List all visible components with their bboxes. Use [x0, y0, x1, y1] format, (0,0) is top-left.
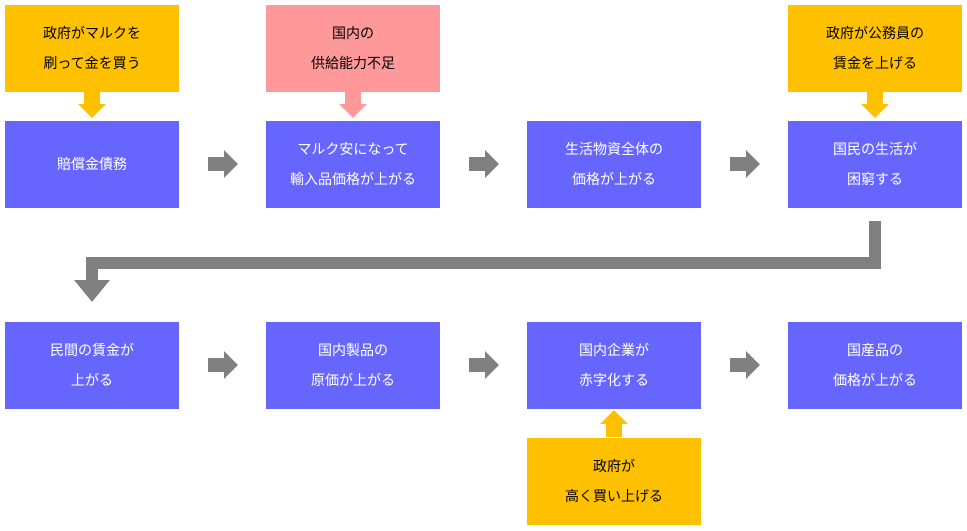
step-line: マルク安になって: [297, 141, 409, 158]
cause-supply-shortage: 国内の 供給能力不足: [266, 5, 440, 92]
cause-arrow-down: [78, 92, 106, 118]
step-line: 価格が上がる: [833, 372, 917, 389]
cause-arrow-down: [861, 92, 889, 118]
step-private-wages-rise: 民間の賃金が 上がる: [5, 322, 179, 409]
flow-arrow-right: [208, 150, 238, 178]
step-line: 上がる: [71, 372, 113, 389]
cause-line: 賃金を上げる: [833, 55, 917, 72]
flow-arrow-right: [208, 351, 238, 379]
step-line: 賠償金債務: [57, 156, 127, 173]
cause-line: 政府が: [593, 458, 635, 475]
flow-arrow-right: [730, 150, 760, 178]
step-line: 価格が上がる: [572, 171, 656, 188]
step-mark-depreciation: マルク安になって 輸入品価格が上がる: [266, 121, 440, 208]
cause-gov-buys-mark: 政府がマルクを 刷って金を買う: [5, 5, 179, 92]
step-domestic-price-rise: 国産品の 価格が上がる: [788, 322, 962, 409]
cause-arrow-down: [339, 92, 367, 118]
step-production-cost-rise: 国内製品の 原価が上がる: [266, 322, 440, 409]
cause-gov-raises-wages: 政府が公務員の 賃金を上げる: [788, 5, 962, 92]
step-line: 赤字化する: [579, 372, 649, 389]
step-reparations-debt: 賠償金債務: [5, 121, 179, 208]
cause-line: 政府が公務員の: [826, 25, 924, 42]
step-line: 困窮する: [847, 171, 903, 188]
flow-arrow-right: [469, 150, 499, 178]
step-line: 国産品の: [847, 342, 903, 359]
cause-arrow-up: [600, 410, 628, 437]
step-line: 国内製品の: [318, 342, 388, 359]
cause-gov-buys-high: 政府が 高く買い上げる: [527, 438, 701, 525]
step-line: 原価が上がる: [311, 372, 395, 389]
cause-line: 政府がマルクを: [43, 25, 141, 42]
step-line: 輸入品価格が上がる: [290, 171, 416, 188]
cause-line: 供給能力不足: [311, 55, 395, 72]
flow-elbow-connector: [74, 221, 881, 302]
step-line: 国民の生活が: [833, 141, 917, 158]
cause-line: 刷って金を買う: [43, 55, 141, 72]
cause-line: 高く買い上げる: [565, 488, 663, 505]
step-line: 生活物資全体の: [565, 141, 663, 158]
step-line: 国内企業が: [579, 342, 649, 359]
step-line: 民間の賃金が: [50, 342, 134, 359]
flow-arrow-right: [469, 351, 499, 379]
cause-line: 国内の: [332, 25, 374, 42]
flow-arrow-right: [730, 351, 760, 379]
step-companies-deficit: 国内企業が 赤字化する: [527, 322, 701, 409]
step-citizen-hardship: 国民の生活が 困窮する: [788, 121, 962, 208]
step-goods-price-rise: 生活物資全体の 価格が上がる: [527, 121, 701, 208]
